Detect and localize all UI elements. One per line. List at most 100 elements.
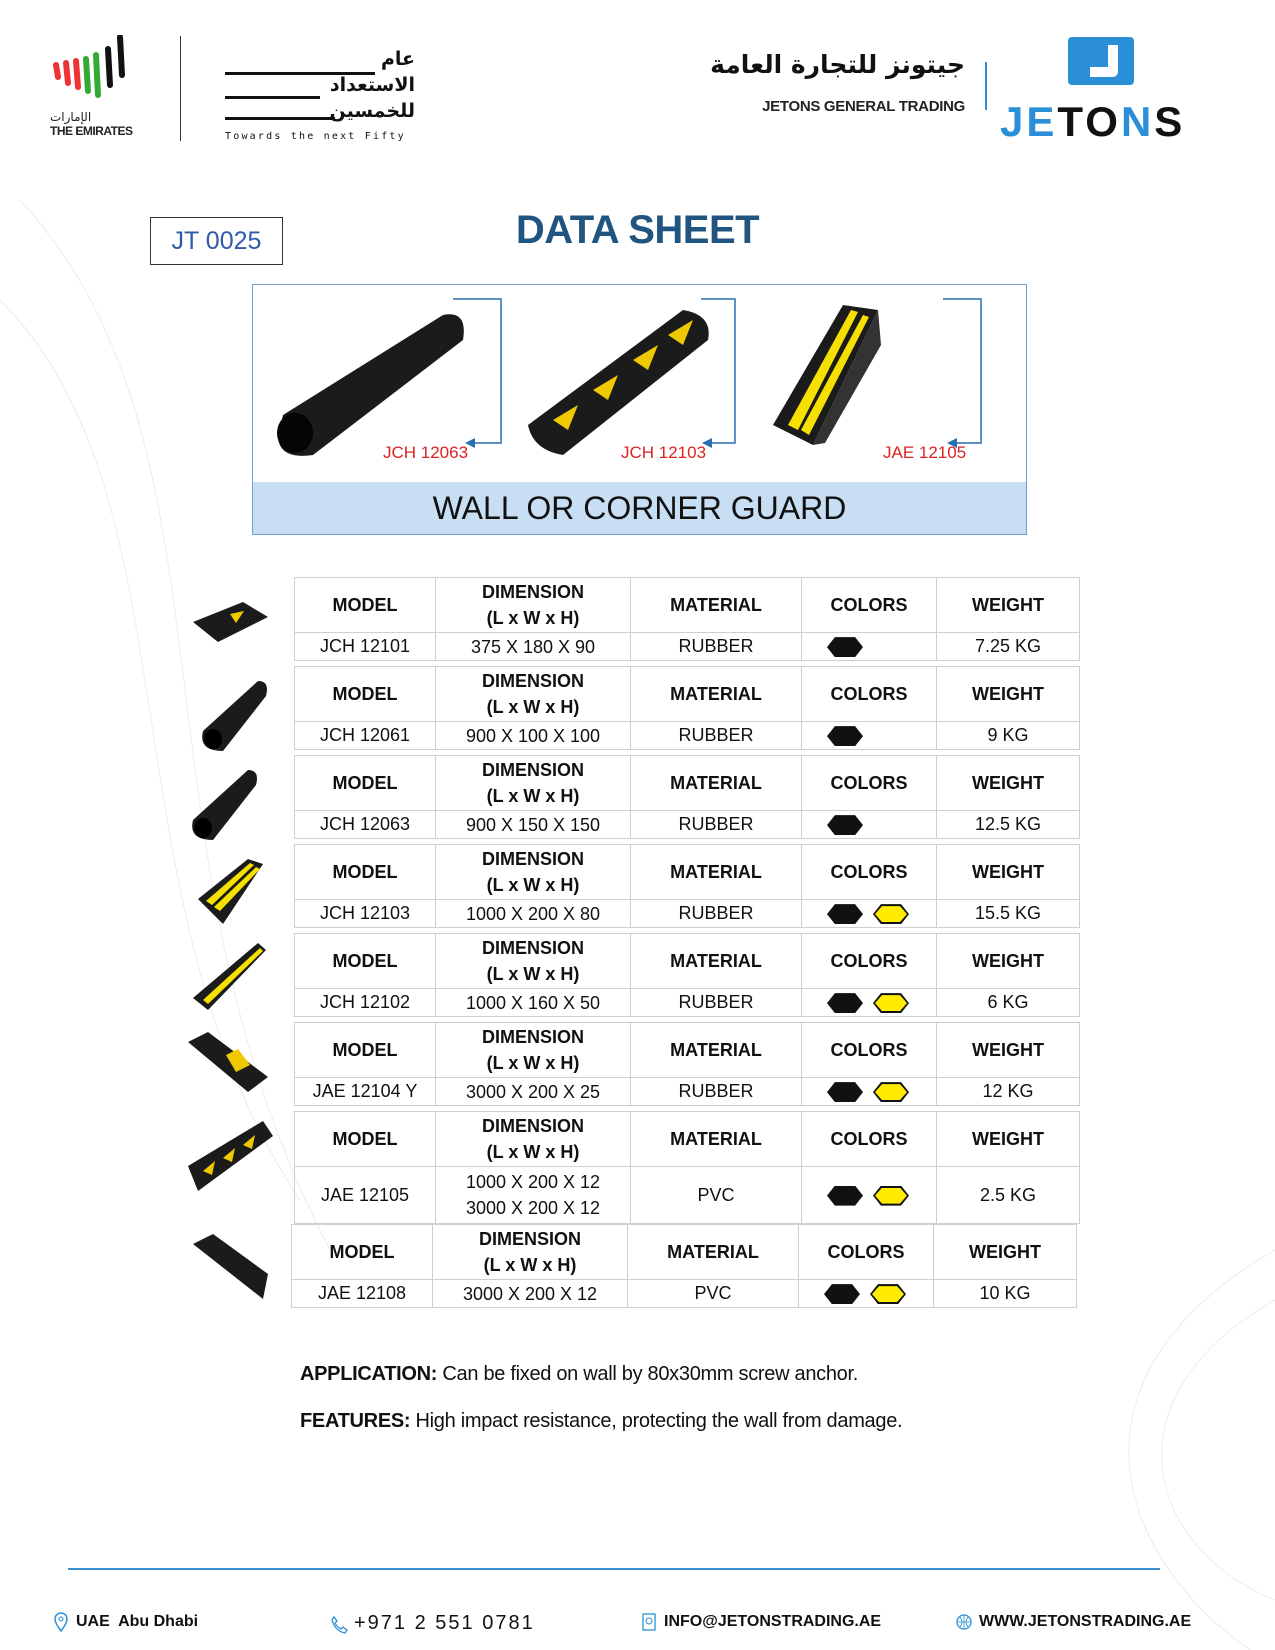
slogan-line (225, 96, 320, 99)
colors-cell (801, 1077, 937, 1106)
black-color-swatch (824, 1284, 860, 1305)
slogan-line (225, 117, 335, 120)
header-material: MATERIAL (630, 933, 802, 989)
dimension-cell: 1000 X 200 X 80 (435, 899, 631, 928)
header-weight: WEIGHT (936, 577, 1080, 633)
jetons-brand-logo: JETONS (1000, 98, 1186, 145)
footer-phone-text[interactable]: +971 2 551 0781 (354, 1612, 535, 1634)
application-note: APPLICATION: Can be fixed on wall by 80x… (300, 1363, 858, 1386)
dimension-label: DIMENSION (481, 1116, 584, 1136)
black-color-swatch (827, 1185, 863, 1206)
dimension-cell: 375 X 180 X 90 (435, 632, 631, 661)
product-thumbnail (198, 859, 263, 924)
dimension-cell: 900 X 100 X 100 (435, 721, 631, 750)
emirates-english-text: THE EMIRATES (50, 124, 133, 138)
location-pin-icon (54, 1612, 68, 1632)
header-dimension: DIMENSION(L x W x H) (435, 1111, 631, 1167)
header-dimension: DIMENSION(L x W x H) (432, 1224, 628, 1280)
colors-cell (801, 632, 937, 661)
dimension-label: DIMENSION (481, 671, 584, 691)
features-label: FEATURES: (300, 1410, 411, 1432)
header-weight: WEIGHT (933, 1224, 1077, 1280)
header-material: MATERIAL (630, 1022, 802, 1078)
header-divider (180, 36, 181, 141)
dimension-cell: 900 X 150 X 150 (435, 810, 631, 839)
dimension-units-label: (L x W x H) (486, 1053, 580, 1073)
dimension-label: DIMENSION (481, 849, 584, 869)
dimension-label: DIMENSION (481, 938, 584, 958)
product-thumbnail (192, 770, 257, 840)
slogan-arabic-2: الاستعداد (329, 74, 415, 96)
header-dimension: DIMENSION(L x W x H) (435, 666, 631, 722)
header-model: MODEL (294, 577, 436, 633)
header-colors: COLORS (801, 844, 937, 900)
emirates-arabic-text: الإمارات (50, 110, 92, 124)
header-colors: COLORS (801, 577, 937, 633)
header-model: MODEL (294, 844, 436, 900)
product-image-jch12103 (528, 310, 709, 455)
black-color-swatch (827, 637, 863, 658)
header-material: MATERIAL (630, 755, 802, 811)
model-cell: JCH 12103 (294, 899, 436, 928)
header-model: MODEL (294, 933, 436, 989)
header-material: MATERIAL (630, 844, 802, 900)
colors-cell (801, 721, 937, 750)
model-cell: JAE 12108 (291, 1279, 433, 1308)
product-thumbnail (202, 681, 267, 751)
footer-email: INFO@JETONSTRADING.AE (640, 1612, 881, 1632)
application-text: Can be fixed on wall by 80x30mm screw an… (437, 1363, 858, 1385)
header-dimension: DIMENSION (L x W x H) (435, 577, 631, 633)
colors-cell (801, 1166, 937, 1224)
material-cell: RUBBER (630, 988, 802, 1017)
colors-cell (801, 899, 937, 928)
panel-caption: WALL OR CORNER GUARD (253, 482, 1026, 534)
material-cell: RUBBER (630, 1077, 802, 1106)
header-model: MODEL (291, 1224, 433, 1280)
weight-cell: 7.25 KG (936, 632, 1080, 661)
dimension-units-label: (L x W x H) (486, 608, 580, 628)
dimension-label: DIMENSION (481, 582, 584, 602)
model-cell: JAE 12105 (294, 1166, 436, 1224)
the-emirates-logo: الإمارات THE EMIRATES (50, 34, 150, 145)
header-colors: COLORS (801, 755, 937, 811)
page-title: DATA SHEET (515, 208, 760, 252)
slogan-arabic-3: للخمسين (329, 100, 415, 122)
company-name-arabic: جيتونز للتجارة العامة (710, 50, 965, 79)
dimension-cell: 3000 X 200 X 12 (432, 1279, 628, 1308)
weight-cell: 2.5 KG (936, 1166, 1080, 1224)
product-thumbnail (193, 602, 268, 642)
product-thumbnail (193, 943, 266, 1010)
header-dimension: DIMENSION(L x W x H) (435, 755, 631, 811)
emirates-stripes-icon (53, 34, 125, 98)
dimension-units-label: (L x W x H) (483, 1255, 577, 1275)
colors-cell (801, 988, 937, 1017)
header-divider-blue (985, 62, 987, 110)
model-cell: JCH 12101 (294, 632, 436, 661)
header-dimension: DIMENSION(L x W x H) (435, 844, 631, 900)
footer-website-text[interactable]: WWW.JETONSTRADING.AE (979, 1613, 1192, 1630)
header-dimension: DIMENSION(L x W x H) (435, 1022, 631, 1078)
material-cell: PVC (627, 1279, 799, 1308)
yellow-color-swatch (873, 1185, 909, 1206)
product-image-panel: JCH 12063 JCH 12103 JAE 12105 WALL OR CO… (252, 284, 1027, 535)
material-cell: RUBBER (630, 721, 802, 750)
black-color-swatch (827, 1082, 863, 1103)
header-colors: COLORS (801, 666, 937, 722)
dimension-label: DIMENSION (481, 760, 584, 780)
weight-cell: 6 KG (936, 988, 1080, 1017)
jetons-j-logo-icon (1068, 37, 1134, 85)
footer-email-text[interactable]: INFO@JETONSTRADING.AE (664, 1613, 882, 1630)
